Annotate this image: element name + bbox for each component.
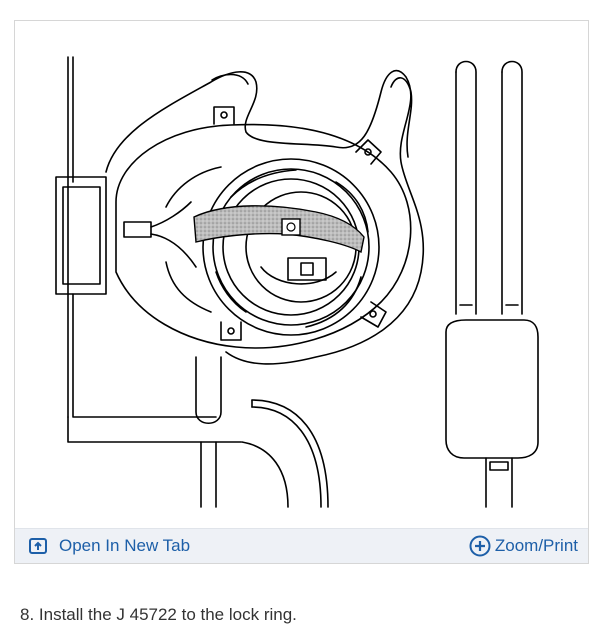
- zoom-print-label: Zoom/Print: [494, 536, 578, 555]
- instruction-step: 8. Install the J 45722 to the lock ring.: [20, 605, 297, 624]
- figure-toolbar: Open In New Tab Zoom/Print: [15, 528, 588, 563]
- zoom-plus-icon: [469, 535, 491, 557]
- zoom-print-link[interactable]: Zoom/Print: [469, 529, 578, 563]
- open-in-new-tab-icon: [29, 538, 47, 554]
- open-in-new-tab-label: Open In New Tab: [59, 536, 191, 555]
- figure-card: Open In New Tab Zoom/Print: [14, 20, 589, 564]
- fuel-pump-lock-ring-diagram: [55, 56, 539, 508]
- open-in-new-tab-link[interactable]: Open In New Tab: [29, 529, 190, 563]
